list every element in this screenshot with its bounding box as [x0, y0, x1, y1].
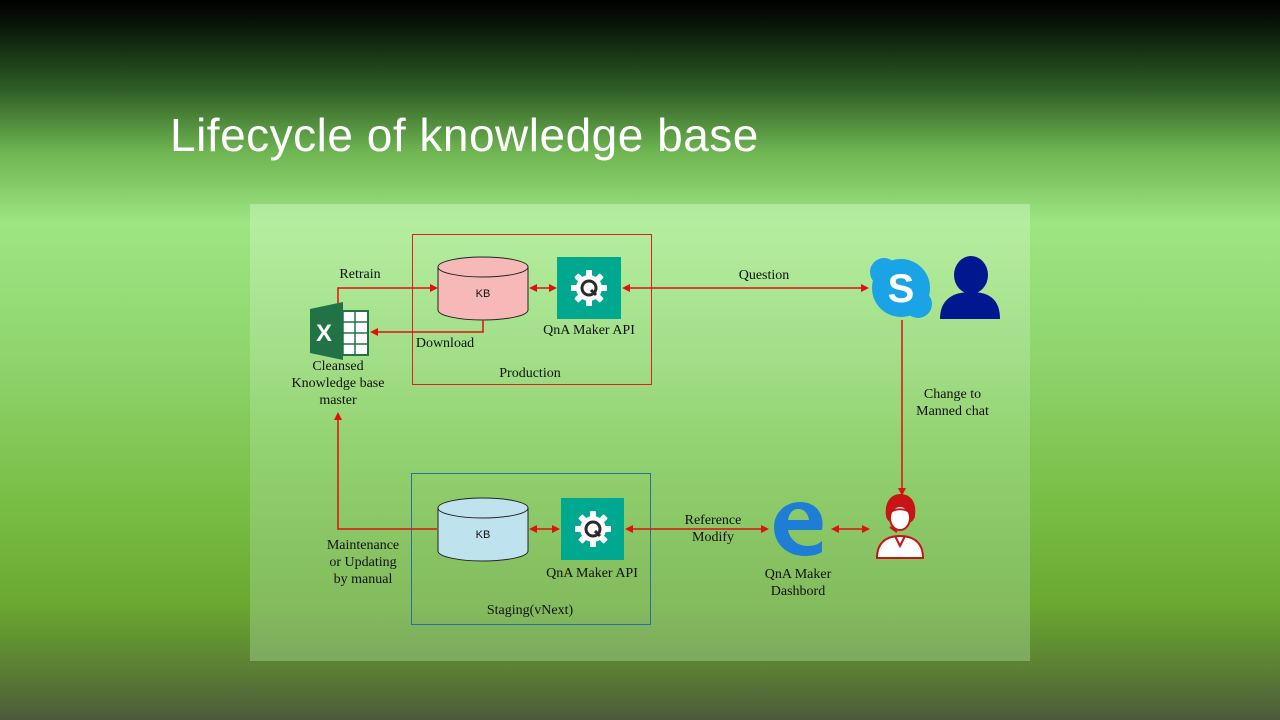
retrain-label: Retrain [339, 267, 381, 282]
download-label: Download [415, 336, 475, 351]
skype-icon: S [870, 258, 932, 318]
excel-label: Cleansed Knowledge base master [291, 359, 385, 408]
kb-production-label: KB [475, 288, 491, 300]
download-arrow [370, 320, 484, 336]
qna-staging-label: QnA Maker API [546, 566, 638, 581]
operator-icon [875, 494, 925, 559]
svg-text:S: S [888, 267, 915, 311]
edge-icon [774, 502, 823, 556]
kb-staging-cylinder [437, 497, 529, 562]
production-box [412, 234, 652, 385]
staging-box [411, 473, 651, 625]
slide-title: Lifecycle of knowledge base [170, 109, 759, 161]
qna-production-gear-icon [557, 257, 621, 319]
excel-icon: X [310, 302, 369, 360]
kb-staging-label: KB [475, 529, 491, 541]
question-label: Question [738, 268, 790, 283]
retrain-arrow [337, 284, 438, 304]
maintenance-label: Maintenance or Updating by manual [326, 538, 400, 587]
dashboard-label: QnA Maker Dashbord [764, 567, 832, 599]
user-icon [940, 256, 1000, 319]
production-label: Production [499, 366, 561, 381]
qna-staging-gear-icon [561, 498, 624, 560]
svg-text:X: X [316, 320, 332, 347]
qna-production-label: QnA Maker API [543, 323, 635, 338]
staging-label: Staging(vNext) [486, 603, 574, 618]
kb-production-cylinder [437, 256, 529, 321]
reference-modify-label: Reference Modify [684, 513, 742, 545]
change-to-manned-label: Change to Manned chat [916, 387, 989, 419]
maintenance-arrow [334, 412, 437, 530]
